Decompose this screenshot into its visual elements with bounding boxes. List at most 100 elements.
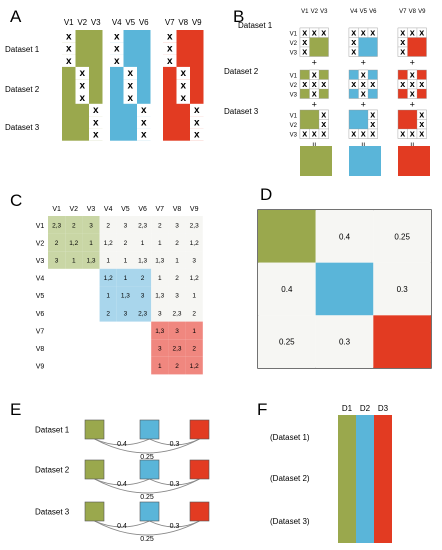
- panel-c-cell: [168, 356, 186, 375]
- panel-d-diagonal-block: [373, 315, 431, 368]
- panel-a-missing-mark: x: [79, 81, 85, 92]
- panel-e-weight-ac: 0.25: [140, 454, 154, 461]
- panel-b-var-header: V3: [320, 9, 328, 15]
- panel-c-cell-value: 2: [124, 240, 128, 247]
- panel-c-cell-value: 3: [158, 346, 162, 353]
- panel-a-missing-mark: x: [114, 44, 120, 55]
- panel-c-cell: [99, 268, 117, 287]
- panel-d-overlap-value: 0.25: [394, 232, 410, 241]
- panel-c-cell: [48, 251, 66, 269]
- panel-b-missing-mark: x: [400, 129, 405, 139]
- panel-b-missing-mark: x: [321, 129, 326, 139]
- panel-a-missing-mark: x: [167, 56, 173, 67]
- panel-c-col-header: V7: [156, 206, 165, 213]
- panel-b-plus-sign: +: [410, 100, 415, 110]
- panel-b-var-header: V9: [418, 9, 426, 15]
- panel-f-row-label: (Dataset 3): [270, 517, 310, 526]
- panel-a-missing-cell: [62, 30, 76, 43]
- panel-e-edge-ab: [94, 520, 150, 528]
- panel-b-missing-mark: x: [351, 28, 356, 38]
- panel-c-col-header: V6: [138, 206, 147, 213]
- panel-c-cell-value: 1,3: [155, 293, 164, 300]
- panel-b-missing-mark: x: [370, 119, 375, 129]
- panel-c-cell: [185, 233, 203, 252]
- panel-c-row-header: V3: [36, 258, 45, 265]
- panel-c-cell: [134, 286, 152, 304]
- panel-c-cell: [151, 339, 169, 357]
- panel-d-overlap-value: 0.3: [397, 285, 409, 294]
- panel-b-missing-mark: x: [419, 110, 424, 120]
- panel-c-cell-value: 1,3: [86, 258, 95, 265]
- panel-b-missing-mark: x: [419, 129, 424, 139]
- panel-b-missing-mark: x: [400, 37, 405, 47]
- panel-b-missing-mark: x: [351, 79, 356, 89]
- panel-b-var-header: V4: [350, 9, 358, 15]
- panel-a-missing-cell: [190, 103, 204, 117]
- panel-c-cell-value: 1: [89, 240, 93, 247]
- panel-c-cell-value: 2: [158, 222, 162, 229]
- panel-c-cell-value: 1: [72, 258, 76, 265]
- panel-e-weight-ab: 0.4: [117, 481, 127, 488]
- panel-b-plus-sign: +: [361, 58, 366, 68]
- panel-b-missing-cell: [407, 88, 418, 99]
- panel-a-missing-cell: [137, 103, 151, 117]
- panel-e-dataset-label: Dataset 3: [35, 508, 70, 517]
- panel-c: C V1V1V2V2V3V3V4V4V5V5V6V6V7V7V8V8V9V92,…: [10, 191, 203, 375]
- panel-b-missing-mark: x: [410, 89, 415, 99]
- panel-d-offdiag-cell: [315, 210, 374, 263]
- panel-c-cell-value: 1,2: [190, 275, 199, 282]
- panel-b-var-header: V8: [409, 9, 417, 15]
- panel-a-missing-mark: x: [127, 93, 133, 104]
- panel-b-missing-mark: x: [351, 47, 356, 57]
- panel-b-plus-sign: +: [312, 100, 317, 110]
- panel-b-missing-mark: x: [370, 129, 375, 139]
- panel-c-cell: [168, 251, 186, 269]
- panel-d-offdiag-cell: [373, 262, 431, 316]
- panel-c-cell-value: 2,3: [190, 222, 199, 229]
- panel-f-column-header: D2: [360, 404, 371, 413]
- panel-a-missing-mark: x: [141, 105, 147, 116]
- panel-b-missing-mark: x: [312, 79, 317, 89]
- panel-f-column-header: D1: [342, 404, 353, 413]
- panel-b-missing-cell: [318, 27, 329, 38]
- panel-a-var-header: V9: [192, 18, 202, 27]
- panel-c-cell: [185, 321, 203, 340]
- panel-e-weight-ab: 0.4: [117, 441, 127, 448]
- panel-c-cell: [134, 251, 152, 269]
- panel-a-missing-cell: [75, 79, 89, 92]
- panel-f-column: [356, 415, 374, 543]
- panel-a-dataset-3-label: Dataset 3: [5, 123, 40, 132]
- panel-d-overlap-value: 0.25: [279, 338, 295, 347]
- panel-a-missing-cell: [163, 42, 177, 55]
- panel-c-cell-value: 2: [175, 240, 179, 247]
- panel-e-weight-ab: 0.4: [117, 523, 127, 530]
- panel-c-cell-value: 1,3: [155, 258, 164, 265]
- panel-e-dataset-node: [84, 459, 105, 480]
- panel-c-cell: [134, 304, 152, 322]
- panel-c-cell: [168, 304, 186, 322]
- panel-a-missing-cell: [137, 128, 151, 141]
- panel-b-missing-mark: x: [410, 70, 415, 80]
- panel-c-cell-value: 1: [158, 363, 162, 370]
- panel-a-missing-cell: [62, 54, 76, 67]
- panel-c-cell-value: 2: [175, 363, 179, 370]
- panel-b-missing-mark: x: [410, 28, 415, 38]
- panel-c-cell: [151, 286, 169, 304]
- panel-c-cell: [151, 268, 169, 287]
- panel-c-cell-value: 3: [175, 293, 179, 300]
- panel-b-row-label: V1: [290, 32, 298, 38]
- panel-a-missing-cell: [163, 30, 177, 43]
- panel-c-cell-value: 1: [175, 258, 179, 265]
- panel-c-cell: [116, 233, 134, 252]
- panel-b-result-block: [349, 146, 381, 176]
- panel-e-label: E: [10, 400, 21, 419]
- panel-e-dataset-node: [189, 501, 210, 522]
- panel-c-row-header: V6: [36, 311, 45, 318]
- panel-b-missing-mark: x: [321, 28, 326, 38]
- panel-a-missing-mark: x: [194, 117, 200, 128]
- panel-b-result-block: [398, 146, 430, 176]
- panel-b-missing-mark: x: [361, 79, 366, 89]
- panel-c-cell: [116, 268, 134, 287]
